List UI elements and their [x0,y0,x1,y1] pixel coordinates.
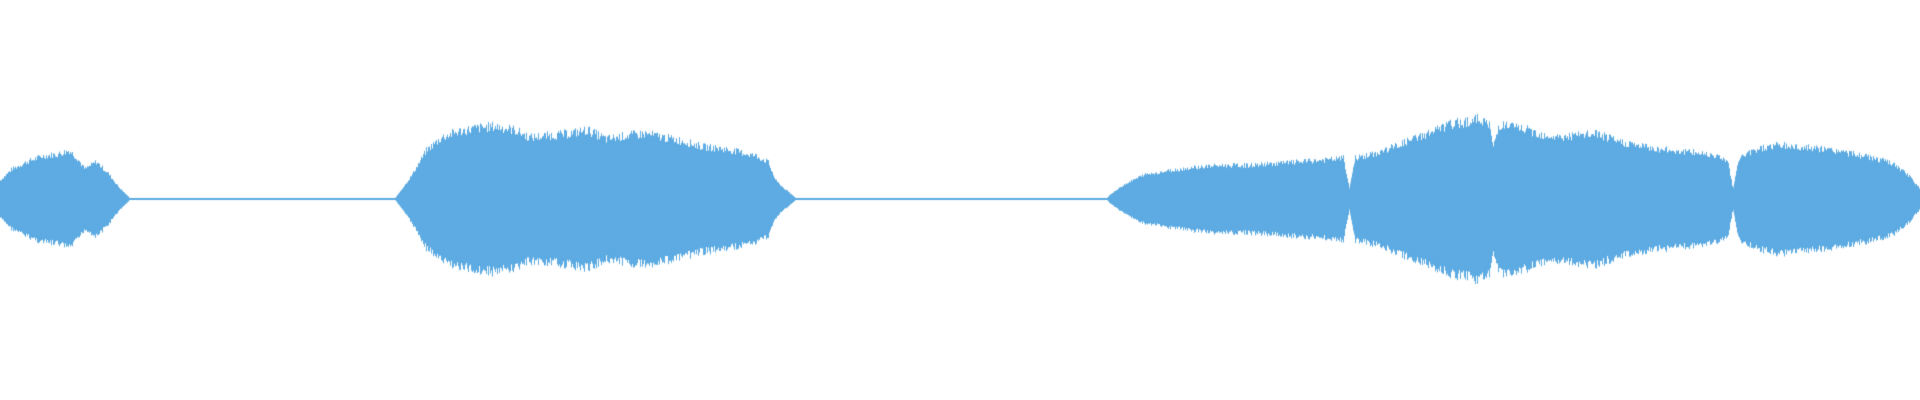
audio-waveform [0,0,1920,400]
